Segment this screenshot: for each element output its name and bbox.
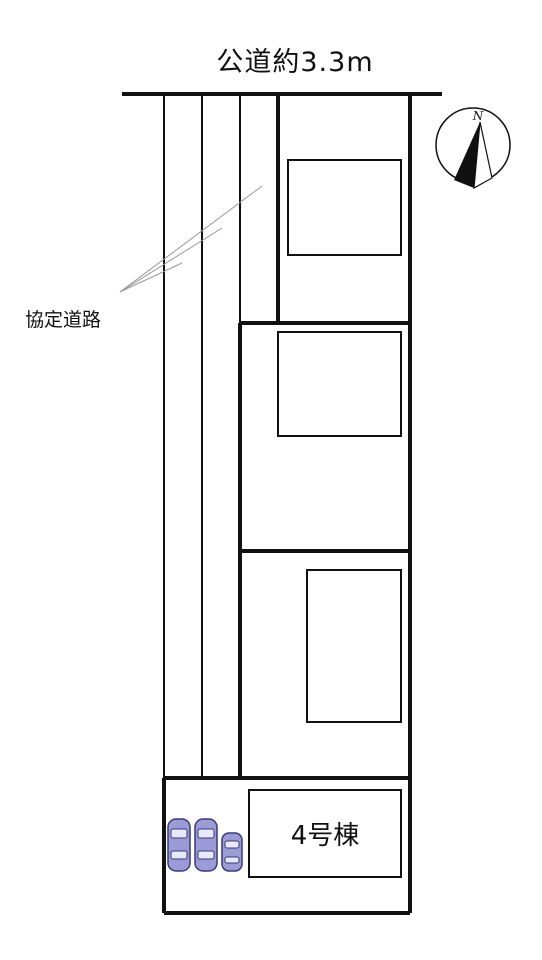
car-icon	[194, 818, 218, 872]
building-4	[248, 789, 402, 878]
building-1	[287, 159, 402, 256]
car-icon	[221, 832, 243, 872]
agreed-road-label: 協定道路	[25, 309, 102, 331]
building-footprints	[248, 159, 402, 878]
unit-4-label: 4号棟	[290, 821, 360, 851]
lot-boundaries	[162, 94, 412, 915]
car-icon	[167, 818, 191, 872]
agreed-road-lines	[163, 94, 241, 778]
leader-lines	[119, 185, 263, 293]
building-3	[306, 569, 402, 723]
compass-letter: N	[472, 109, 484, 123]
building-2	[277, 331, 402, 437]
north-arrow-icon: N	[435, 107, 511, 190]
public-road-width-label: 公道約3.3m	[216, 47, 374, 78]
parking-cars	[167, 818, 243, 872]
